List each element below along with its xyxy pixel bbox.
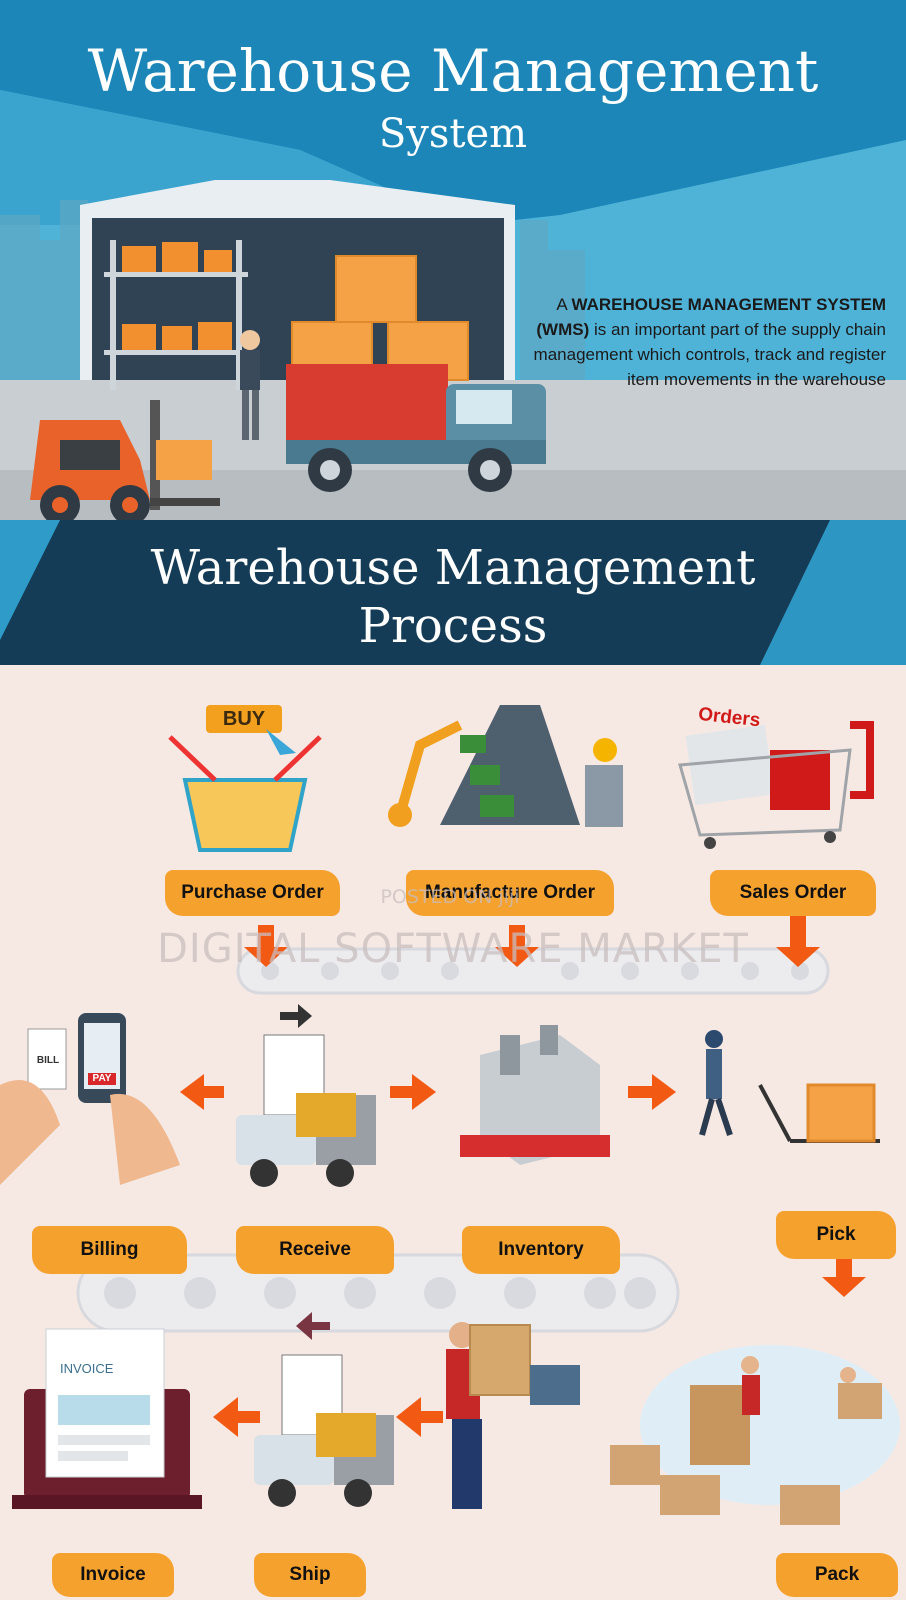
- step-pick: Pick: [776, 1211, 896, 1259]
- description-rest: is an important part of the supply chain…: [533, 320, 886, 389]
- wms-description: A WAREHOUSE MANAGEMENT SYSTEM (WMS) is a…: [526, 292, 886, 392]
- warehouse-illustration: [0, 0, 906, 535]
- description-bold: WAREHOUSE MANAGEMENT SYSTEM (WMS): [536, 295, 886, 339]
- step-ship: Ship: [254, 1553, 366, 1597]
- bill-sign: BILL: [36, 1055, 60, 1066]
- step-ship-label: Ship: [289, 1564, 331, 1585]
- step-sales-order-label: Sales Order: [739, 882, 847, 903]
- step-pick-label: Pick: [816, 1224, 856, 1245]
- process-banner: [0, 520, 906, 665]
- watermark-large: DIGITAL SOFTWARE MARKET: [157, 926, 749, 972]
- step-manufacture-order-label: Manufacture Order: [425, 882, 595, 903]
- main-title: Warehouse Management: [87, 37, 819, 105]
- step-invoice-label: Invoice: [80, 1564, 146, 1585]
- main-subtitle: System: [378, 111, 528, 157]
- step-purchase-order: Purchase Order: [165, 870, 340, 916]
- process-subtitle: Process: [358, 598, 548, 654]
- step-billing-label: Billing: [80, 1239, 139, 1260]
- invoice-doc-title: INVOICE: [60, 1361, 114, 1376]
- step-receive: Receive: [236, 1226, 394, 1274]
- watermark-small: POSTED ON jiji: [380, 886, 520, 908]
- step-purchase-order-label: Purchase Order: [181, 882, 324, 903]
- step-invoice: Invoice: [52, 1553, 174, 1597]
- step-inventory-label: Inventory: [498, 1239, 584, 1260]
- step-manufacture-order: Manufacture Order: [406, 870, 614, 916]
- step-pack-label: Pack: [814, 1564, 860, 1585]
- step-billing: Billing: [32, 1226, 187, 1274]
- process-illustrations: [0, 705, 900, 1525]
- description-prefix: A: [556, 295, 567, 314]
- header-banner: [0, 0, 906, 535]
- buy-sign: BUY: [222, 708, 266, 730]
- step-pack: Pack: [776, 1553, 898, 1597]
- pay-sign: PAY: [92, 1073, 112, 1084]
- step-receive-label: Receive: [279, 1239, 351, 1260]
- step-inventory: Inventory: [462, 1226, 620, 1274]
- step-sales-order: Sales Order: [710, 870, 876, 916]
- process-title: Warehouse Management: [150, 540, 756, 596]
